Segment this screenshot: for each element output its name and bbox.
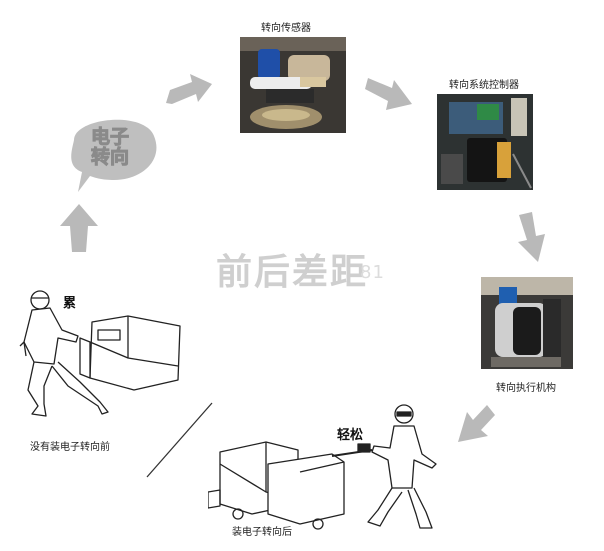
speech-bubble [71,119,157,192]
watermark-sub: 81 [360,262,385,283]
arrow-down-right [518,212,545,262]
after-illustration [208,404,437,530]
after-caption: 装电子转向后 [232,527,292,538]
bubble-label: 电子 转向 [90,126,129,168]
sensor-label: 转向传感器 [261,23,311,34]
before-illustration [19,290,181,417]
arrow-up-left [60,204,98,252]
actuator-photo [481,277,573,369]
actuator-label: 转向执行机构 [496,383,556,394]
controller-label: 转向系统控制器 [449,80,519,91]
arrow-to-controller [365,78,412,110]
divider-line [146,402,213,478]
controller-photo [437,94,533,190]
arrow-to-sensor [166,74,212,104]
after-feeling: 轻松 [337,428,364,443]
arrow-to-after [458,405,495,442]
before-feeling: 累 [63,296,77,311]
sensor-photo [240,37,346,133]
watermark: 前后差距 [216,252,369,293]
before-caption: 没有装电子转向前 [30,442,110,453]
